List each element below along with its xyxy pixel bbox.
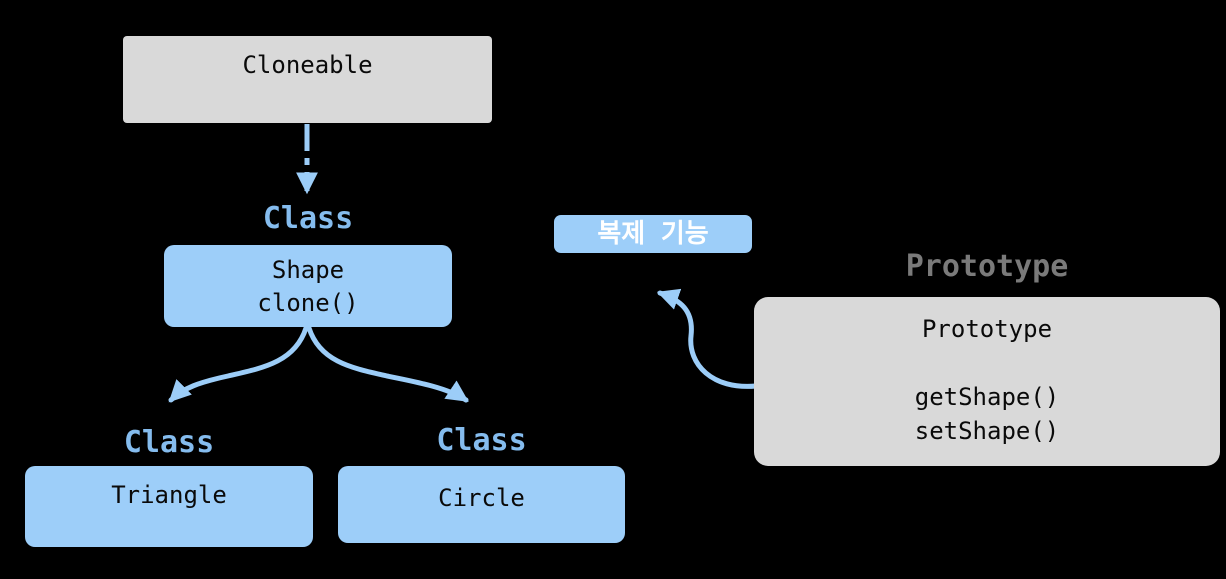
triangle-title: Triangle <box>111 481 227 509</box>
class-stereotype-shape: Class <box>262 201 354 236</box>
circle-title: Circle <box>438 484 525 512</box>
arrow-prototype-to-callout <box>656 288 759 389</box>
shape-title: Shape <box>271 256 345 284</box>
shape-method-clone: clone() <box>257 289 359 317</box>
class-stereotype-circle: Class <box>436 423 527 458</box>
prototype-spacer-line <box>754 346 1220 380</box>
prototype-node: Prototype getShape() setShape() <box>754 297 1220 466</box>
cloneable-node: Cloneable <box>123 36 492 123</box>
circle-node: Circle <box>338 466 625 543</box>
prototype-pattern-heading: Prototype <box>905 249 1069 284</box>
class-stereotype-triangle: Class <box>123 425 215 460</box>
prototype-title: Prototype <box>921 315 1053 343</box>
prototype-method-setshape: setShape() <box>914 417 1060 445</box>
prototype-method-getshape: getShape() <box>914 383 1060 411</box>
arrow-shape-to-triangle <box>168 325 309 403</box>
triangle-node: Triangle <box>25 466 313 547</box>
clone-feature-callout: 복제 기능 <box>554 215 752 253</box>
cloneable-title: Cloneable <box>242 51 373 79</box>
shape-node: Shape clone() <box>164 245 452 327</box>
arrow-shape-to-circle <box>306 325 469 403</box>
